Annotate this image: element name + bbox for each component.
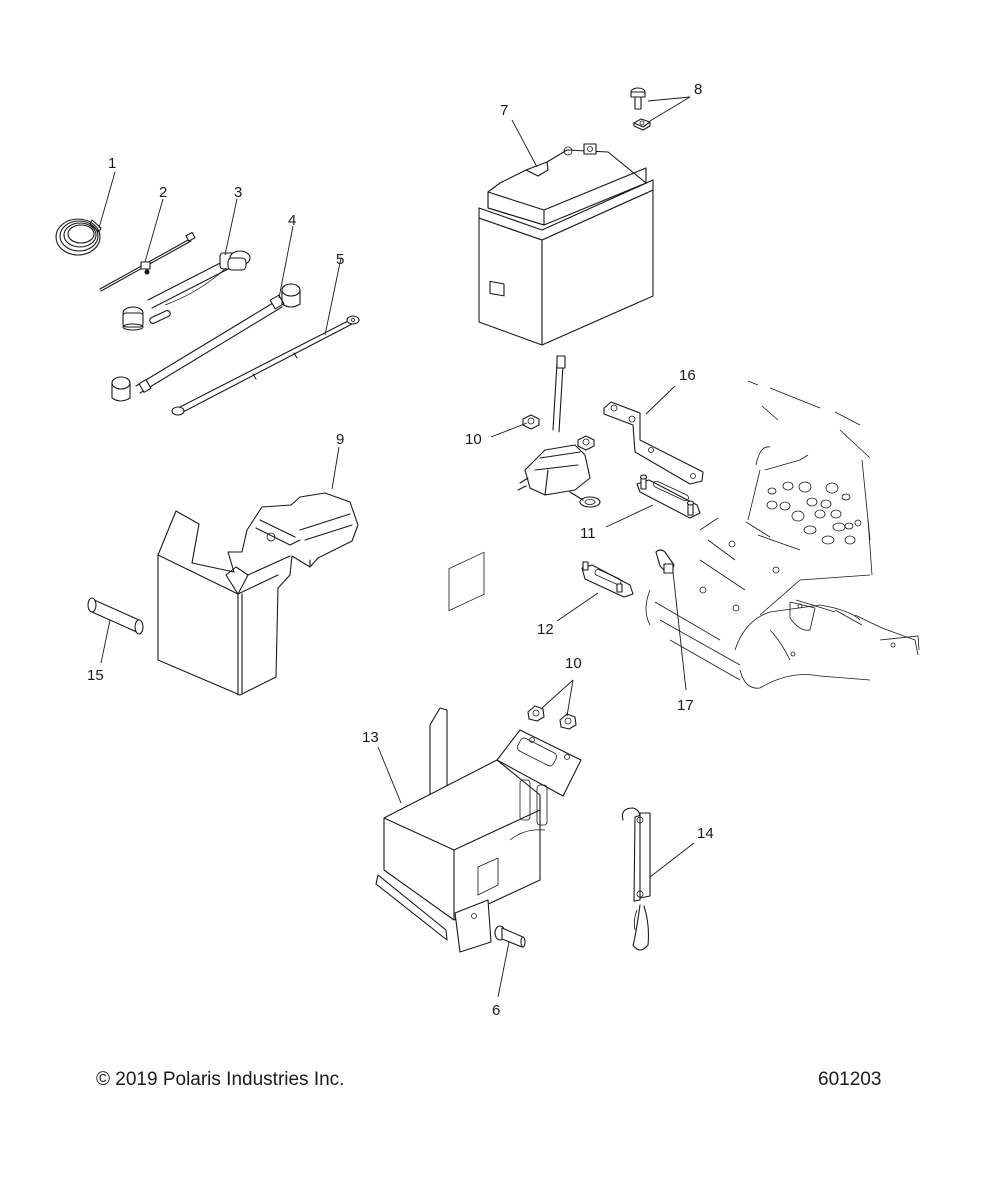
part-5-ground-cable	[171, 315, 360, 416]
part-7-battery	[478, 143, 654, 346]
part-17-clip	[655, 549, 675, 574]
leader-11	[605, 504, 654, 528]
callout-17: 17	[677, 697, 694, 714]
part-3-battery-cable-fuse	[122, 250, 251, 331]
leader-17	[672, 571, 687, 691]
leader-6	[497, 941, 510, 998]
leader-lines	[98, 96, 695, 998]
leader-12	[556, 592, 599, 622]
part-12-stud-plate-short	[581, 561, 634, 598]
callout-6: 6	[492, 1002, 500, 1019]
callout-2: 2	[159, 184, 167, 201]
leader-16	[645, 385, 676, 415]
part-13-battery-box	[375, 551, 582, 953]
leader-7	[511, 119, 538, 168]
part-8-screw-nut	[630, 87, 651, 131]
callout-15: 15	[87, 667, 104, 684]
leader-8b	[649, 96, 691, 122]
leader-9	[331, 446, 340, 490]
callout-13: 13	[362, 729, 379, 746]
part-16-bracket	[603, 401, 704, 485]
part-2-cable-tie	[99, 231, 196, 292]
leader-3	[224, 198, 238, 256]
part-10-flange-nut-upper	[522, 414, 595, 451]
leader-10b2	[566, 679, 574, 717]
solenoid-relay-assembly	[517, 355, 601, 508]
callout-16: 16	[679, 367, 696, 384]
leader-10a	[490, 422, 528, 438]
callout-9: 9	[336, 431, 344, 448]
callout-5: 5	[336, 251, 344, 268]
leader-15	[100, 619, 111, 664]
leader-14	[649, 842, 695, 878]
callout-1: 1	[108, 155, 116, 172]
frame-cutouts	[699, 481, 896, 657]
figure-number: 601203	[818, 1069, 882, 1090]
callout-labels: 1 2 3 4 5 6 7 8 9 10 10 11 12 13 14 15 1…	[87, 81, 714, 1019]
callout-11: 11	[580, 525, 596, 542]
part-1-cable-tie-bundle	[55, 218, 102, 256]
leader-1	[98, 171, 116, 229]
callout-14: 14	[697, 825, 714, 842]
leader-2	[144, 198, 164, 263]
copyright-notice: © 2019 Polaris Industries Inc.	[96, 1069, 345, 1090]
callout-3: 3	[234, 184, 242, 201]
callout-10a: 10	[465, 431, 482, 448]
leader-5	[324, 257, 342, 336]
part-15-sleeve	[87, 597, 144, 635]
part-4-battery-cable	[111, 283, 301, 402]
leader-4	[278, 225, 294, 299]
callout-7: 7	[500, 102, 508, 119]
callout-4: 4	[288, 212, 296, 229]
leader-8a	[647, 96, 691, 102]
part-14-battery-strap	[621, 807, 651, 951]
part-11-stud-plate	[636, 474, 701, 519]
leader-10b1	[540, 679, 574, 710]
part-6-bolt	[494, 925, 526, 948]
leader-13	[377, 746, 402, 804]
callout-10b: 10	[565, 655, 582, 672]
part-10-flange-nut-lower	[527, 705, 577, 730]
callout-8: 8	[694, 81, 702, 98]
vehicle-frame-section	[645, 380, 920, 689]
callout-12: 12	[537, 621, 554, 638]
part-9-battery-cover	[157, 492, 359, 696]
